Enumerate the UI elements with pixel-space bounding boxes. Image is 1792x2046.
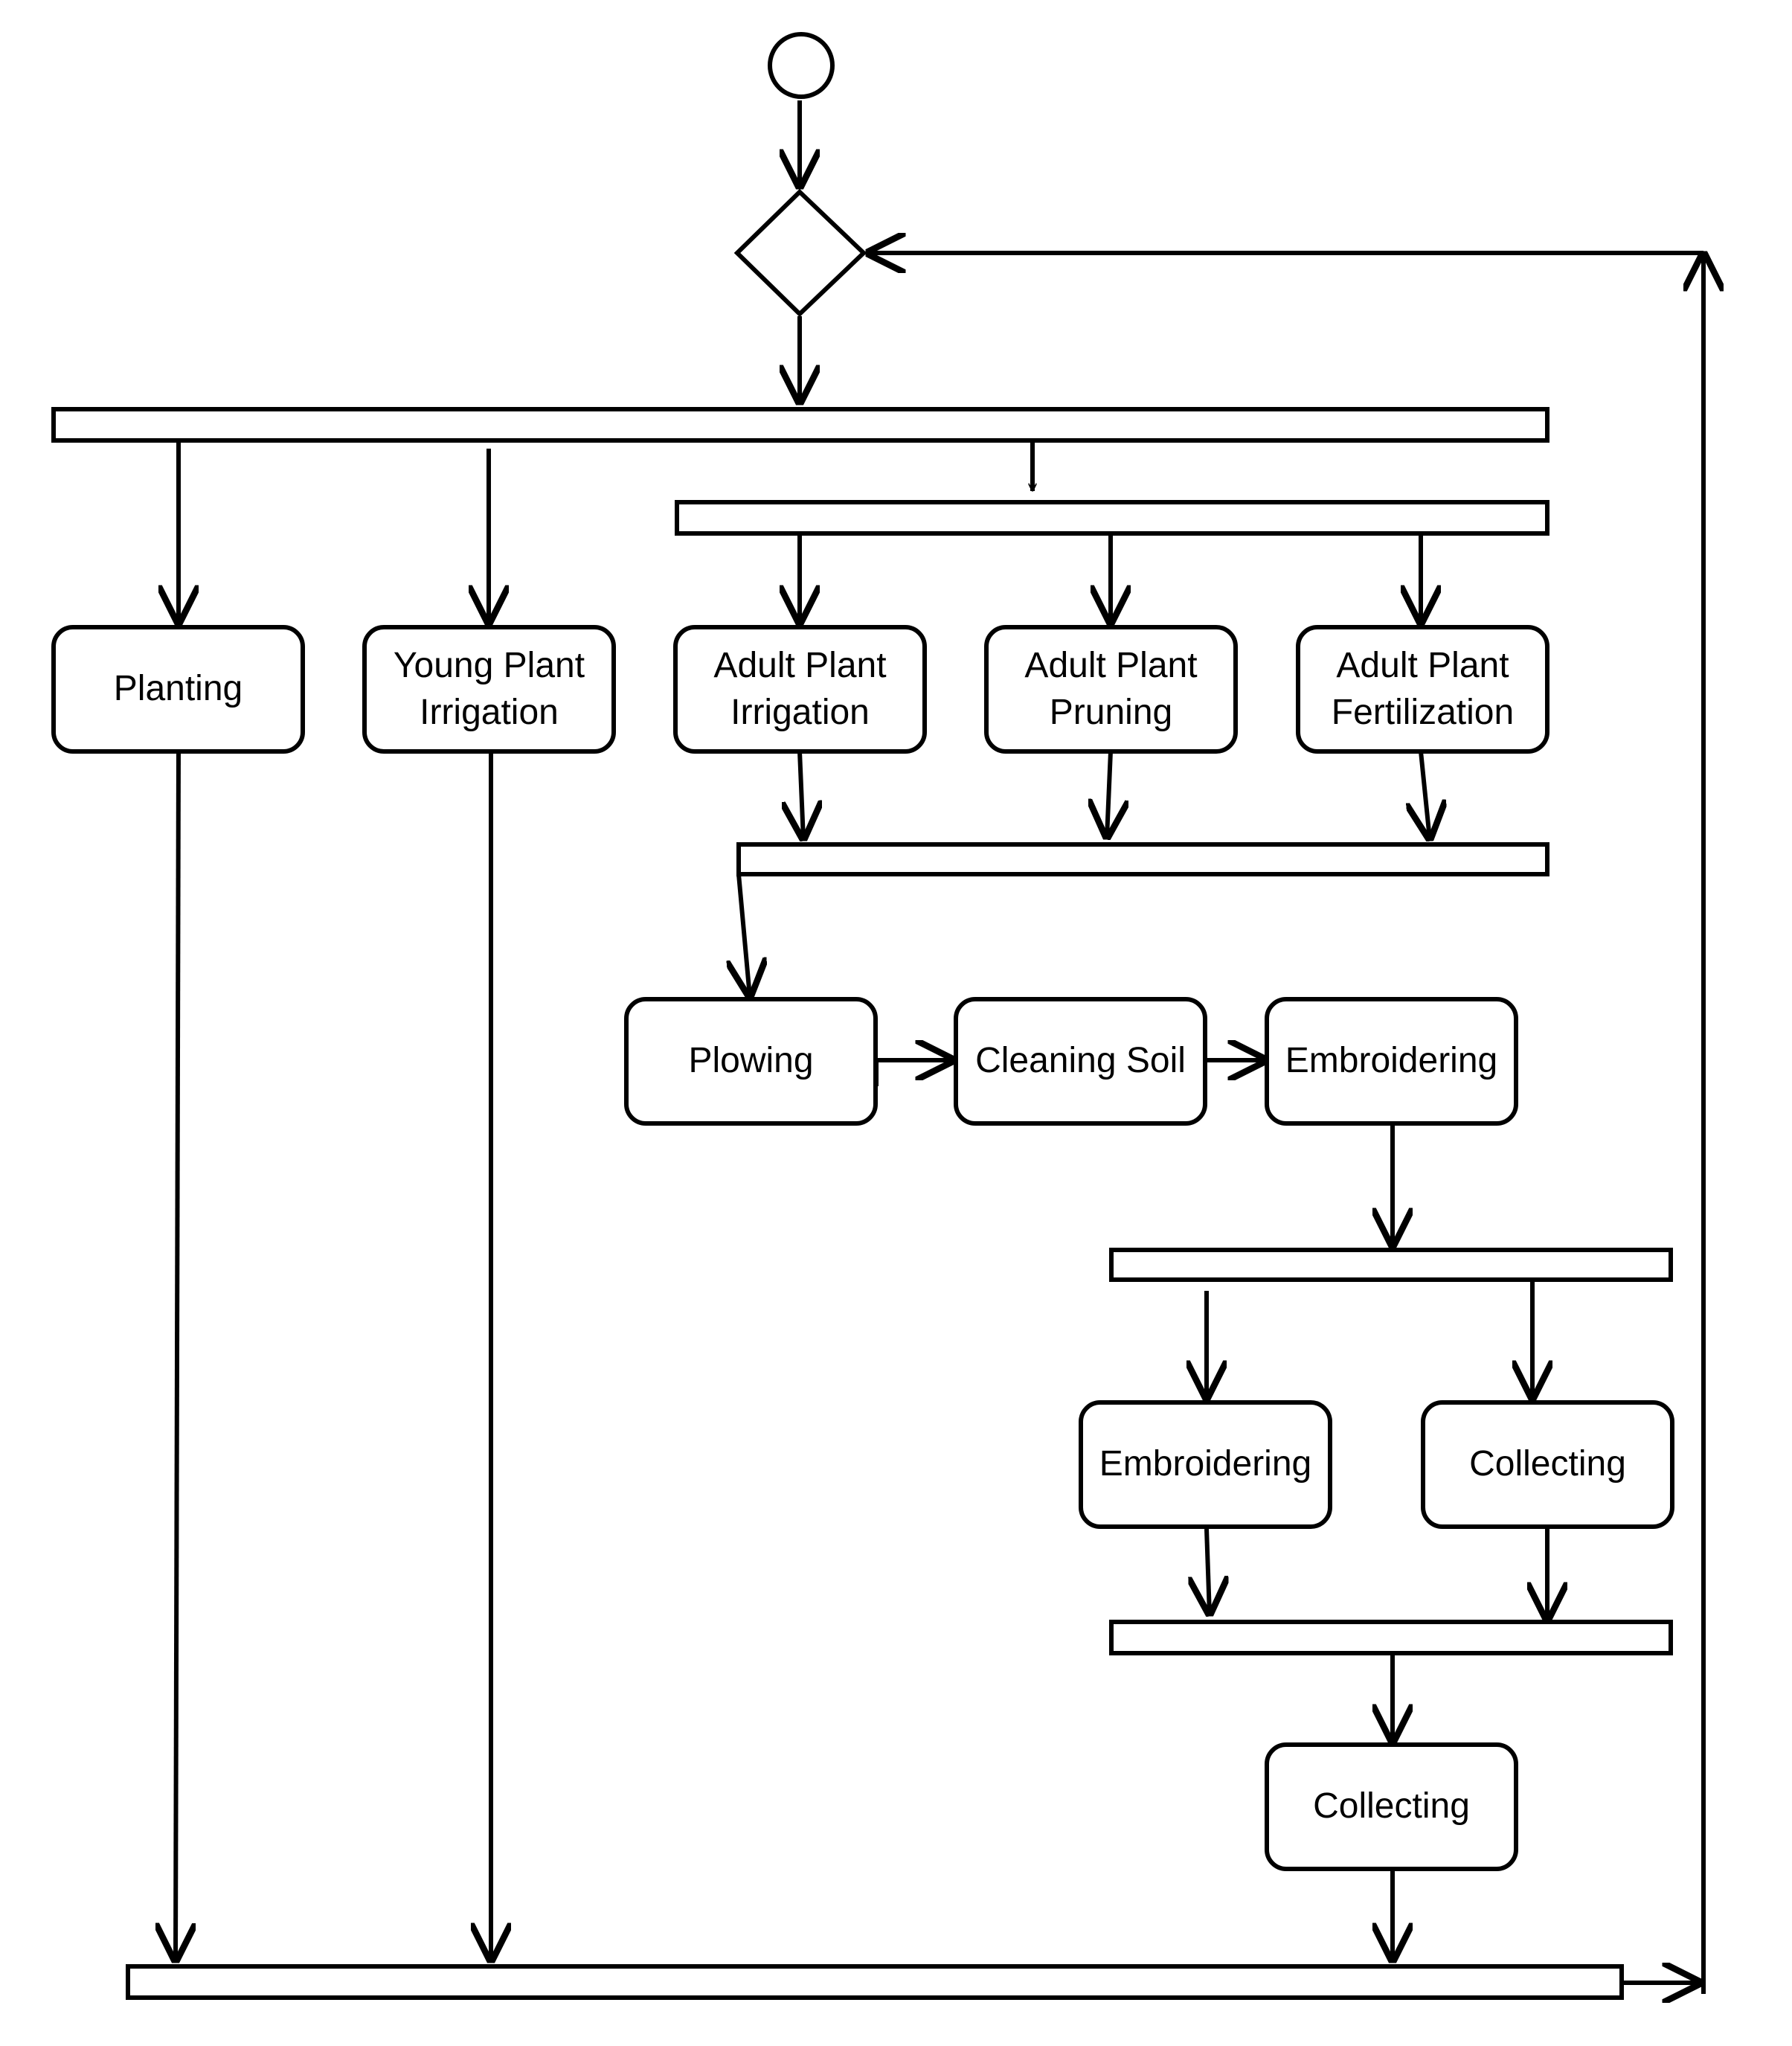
edge-adult-irrigation-join [800, 751, 803, 839]
node-box-planting [51, 625, 305, 754]
action-nodes [51, 625, 1674, 1871]
fork-harvest-bar [1109, 1248, 1673, 1282]
initial-node [768, 32, 835, 99]
decision-node [733, 188, 867, 318]
control-nodes [51, 32, 1673, 2000]
join-main-bar [126, 1964, 1624, 2000]
join-adult-bar [736, 842, 1549, 876]
node-box-collecting-1 [1421, 1400, 1674, 1529]
edge-embroidering-join-harvest [1207, 1528, 1210, 1614]
join-harvest-bar [1109, 1620, 1673, 1655]
node-box-collecting-2 [1265, 1742, 1518, 1871]
fork-adult-bar [675, 500, 1549, 536]
edge-join-adult-plowing [739, 873, 750, 997]
node-box-adult-irrigation [673, 625, 927, 754]
node-box-young-irrigation [362, 625, 616, 754]
node-box-plowing [624, 997, 878, 1126]
edge-plowing-cleaning-soil [874, 1060, 954, 1086]
fork-main-bar [51, 407, 1549, 443]
node-box-adult-fertilization [1296, 625, 1549, 754]
node-box-cleaning-soil [954, 997, 1207, 1126]
edge-planting-join-main [176, 751, 179, 1961]
node-box-embroidering-2 [1079, 1400, 1332, 1529]
edge-adult-pruning-join [1107, 751, 1111, 838]
node-box-embroidering-1 [1265, 997, 1518, 1126]
node-box-adult-pruning [984, 625, 1238, 754]
edge-adult-fertilization-join [1421, 751, 1430, 839]
